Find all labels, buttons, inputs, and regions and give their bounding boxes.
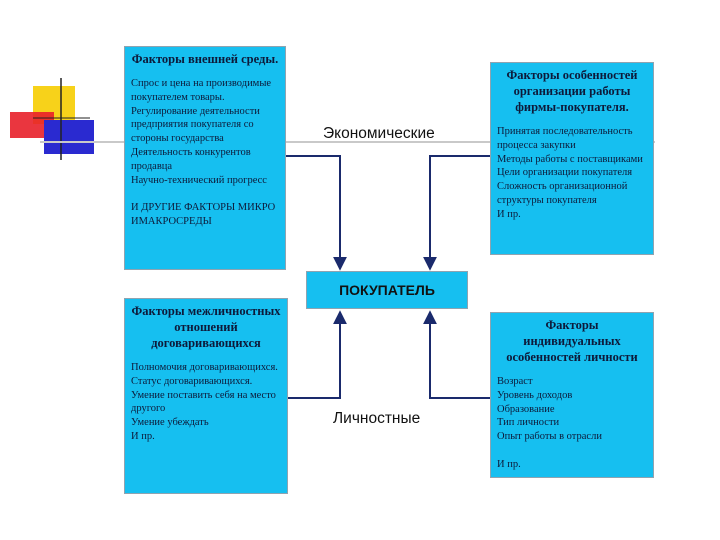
- arrow-individual-to-buyer: [430, 313, 490, 398]
- organization-factors-box: Факторы особенностей организации работы …: [490, 62, 654, 255]
- interpersonal-factors-title: Факторы межличностных отношений договари…: [131, 303, 281, 351]
- interpersonal-factors-body: Полномочия договаривающихся. Статус дого…: [131, 361, 281, 444]
- external-factors-box: Факторы внешней среды. Спрос и цена на п…: [124, 46, 286, 270]
- individual-factors-box: Факторы индивидуальных особенностей личн…: [490, 312, 654, 478]
- individual-factors-body: Возраст Уровень доходов Образование Тип …: [497, 375, 647, 472]
- organization-factors-body: Принятая последовательность процесса зак…: [497, 125, 647, 222]
- external-factors-body: Спрос и цена на производимые покупателем…: [131, 77, 279, 229]
- personal-label: Личностные: [333, 410, 420, 428]
- arrow-external-to-buyer: [286, 156, 340, 268]
- economic-label: Экономические: [323, 125, 435, 143]
- interpersonal-factors-box: Факторы межличностных отношений договари…: [124, 298, 288, 494]
- organization-factors-title: Факторы особенностей организации работы …: [497, 67, 647, 115]
- individual-factors-title: Факторы индивидуальных особенностей личн…: [497, 317, 647, 365]
- arrow-interpersonal-to-buyer: [288, 313, 340, 398]
- arrow-organization-to-buyer: [430, 156, 490, 268]
- external-factors-title: Факторы внешней среды.: [131, 51, 279, 67]
- buyer-box: ПОКУПАТЕЛЬ: [306, 271, 468, 309]
